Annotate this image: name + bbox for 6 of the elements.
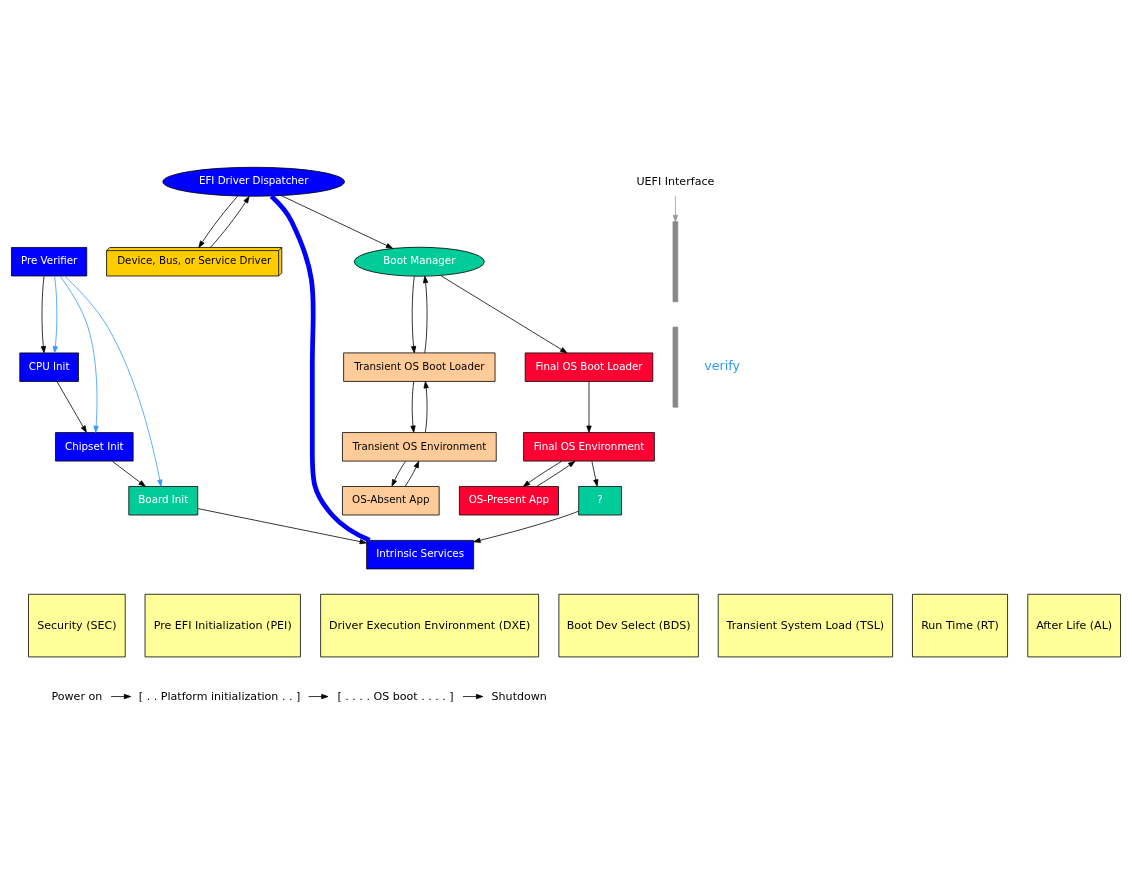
node-text: [ . . Platform initialization . . ]: [138, 688, 301, 702]
node-text: Shutdown: [491, 688, 547, 702]
node-text: UEFI Interface: [636, 174, 715, 188]
node-text: Power on: [51, 688, 103, 702]
node-text: [ . . . . OS boot . . . . ]: [337, 688, 454, 702]
label: verify: [704, 357, 741, 373]
